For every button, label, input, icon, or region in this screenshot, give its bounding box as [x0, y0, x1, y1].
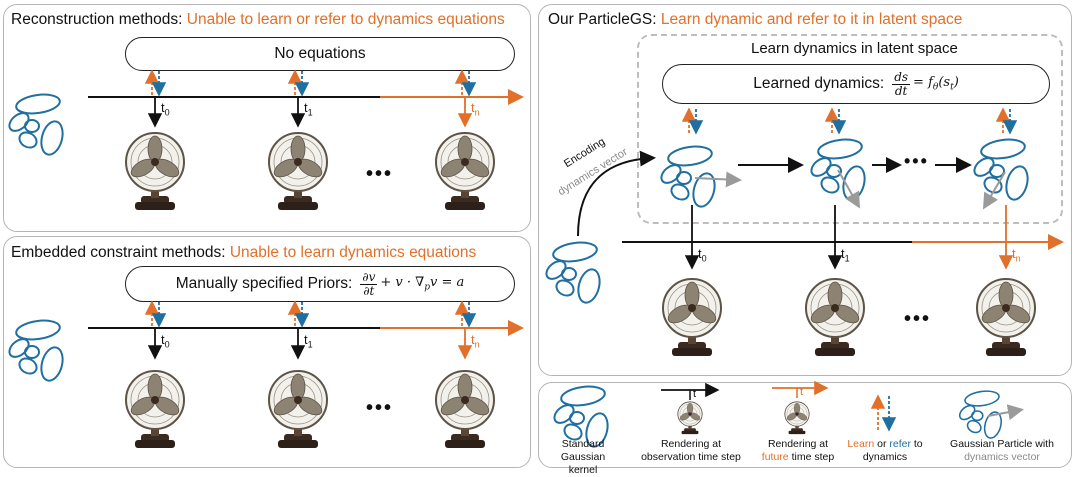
learned-equation: = fθ(st) [913, 75, 959, 93]
latent-ellipsis: ••• [904, 151, 929, 171]
recon-title: Reconstruction methods: Unable to learn … [11, 11, 505, 28]
particle-icon [807, 136, 870, 209]
learn-refer-arrow-icon [462, 71, 469, 95]
learn-refer-arrow-icon [152, 302, 159, 326]
recon-ellipsis: ••• [366, 163, 394, 185]
learn-refer-arrow-icon [1003, 109, 1010, 133]
embedded-t0: t0 [161, 332, 170, 350]
encoding-arrow [577, 150, 656, 237]
fan-image-icon [805, 278, 865, 357]
particle-icon [970, 136, 1033, 210]
learn-refer-arrow-icon [832, 109, 839, 133]
recon-tn: tn [471, 100, 480, 118]
learn-refer-arrow-icon [295, 71, 302, 95]
priors-equation: + v · ∇pv = a [380, 275, 465, 293]
fan-image-icon [125, 370, 185, 449]
particlegs-title: Our ParticleGS: Learn dynamic and refer … [548, 11, 963, 28]
ours-ellipsis: ••• [904, 308, 932, 330]
legend-panel [538, 382, 1072, 468]
fan-image-icon [125, 132, 185, 211]
recon-gaussian-icon [5, 91, 68, 159]
embedded-t1: t1 [304, 332, 313, 350]
legend-particle-icon [956, 388, 1024, 441]
latent-space-label: Learn dynamics in latent space [751, 40, 958, 57]
legend-future-fan-icon [784, 401, 810, 435]
fan-image-icon [435, 132, 495, 211]
ours-gaussian-icon [542, 239, 605, 307]
learn-refer-arrow-icon [689, 109, 696, 133]
recon-t1: t1 [304, 100, 313, 118]
manual-priors-pill: Manually specified Priors: ∂v∂t + v · ∇p… [125, 266, 515, 302]
fan-image-icon [268, 370, 328, 449]
recon-t0: t0 [161, 100, 170, 118]
ours-t1: t1 [841, 246, 850, 264]
embedded-title: Embedded constraint methods: Unable to l… [11, 244, 477, 261]
priors-fraction: ∂v∂t [360, 269, 378, 298]
embedded-tn: tn [471, 332, 480, 350]
legend-future-t: t [800, 386, 804, 398]
learn-refer-arrow-icon [295, 302, 302, 326]
fan-image-icon [662, 278, 722, 357]
embedded-gaussian-icon [5, 317, 68, 385]
fan-image-icon [435, 370, 495, 449]
embedded-ellipsis: ••• [366, 397, 394, 419]
learned-label: Learned dynamics: [753, 75, 885, 92]
learn-refer-arrow-icon [152, 71, 159, 95]
no-equations-pill: No equations [125, 37, 515, 71]
ours-tn: tn [1012, 246, 1021, 264]
latent-space-region [637, 34, 1063, 224]
priors-label: Manually specified Priors: [175, 275, 353, 292]
particle-icon [657, 143, 742, 211]
legend-obs-fan-icon [677, 401, 703, 435]
legend-gaussian-label: Standard Gaussian kernel [560, 438, 606, 476]
ours-t0: t0 [698, 246, 707, 264]
legend-t: t [693, 388, 697, 400]
fan-image-icon [976, 278, 1036, 357]
fan-image-icon [268, 132, 328, 211]
learn-refer-arrow-icon [462, 302, 469, 326]
